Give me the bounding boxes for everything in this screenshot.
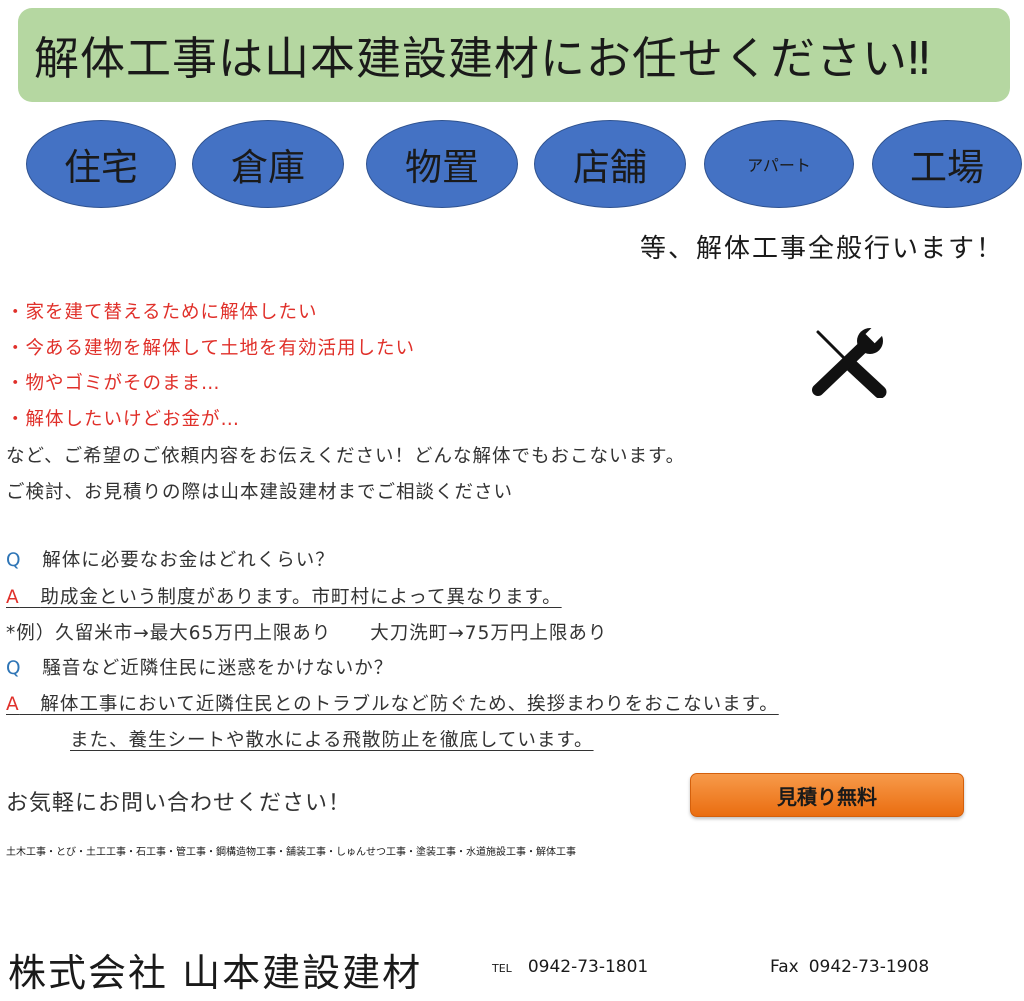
category-storage: 物置 <box>366 120 518 208</box>
question-text: 騒音など近隣住民に迷惑をかけないか？ <box>42 658 394 679</box>
question-mark-label: Q <box>6 658 22 679</box>
category-house: 住宅 <box>26 120 176 208</box>
faq-question-1: Q 解体に必要なお金はどれくらい？ <box>6 546 335 572</box>
bullet-item: ・解体したいけどお金が… <box>6 409 241 430</box>
bullet-item: ・今ある建物を解体して土地を有効活用したい <box>6 338 415 359</box>
answer-text: 解体工事において近隣住民とのトラブルなど防ぐため、挨拶まわりをおこないます。 <box>40 694 779 715</box>
faq-question-2: Q 騒音など近隣住民に迷惑をかけないか？ <box>6 654 393 680</box>
category-factory: 工場 <box>872 120 1022 208</box>
fax-number: Fax 0942-73-1908 <box>770 957 929 977</box>
category-store: 店舗 <box>534 120 686 208</box>
tel-value: 0942-73-1801 <box>527 957 649 977</box>
contact-prompt: お気軽にお問い合わせください！ <box>6 791 352 816</box>
company-name: 株式会社 山本建設建材 <box>8 951 423 995</box>
faq-answer-2-continued: また、養生シートや散水による飛散防止を徹底しています。 <box>70 730 594 751</box>
intro-line: など、ご希望のご依頼内容をお伝えください！どんな解体でもおこないます。 <box>6 446 686 467</box>
answer-text: 助成金という制度があります。市町村によって異なります。 <box>40 587 562 608</box>
tel-label: TEL <box>492 962 512 975</box>
answer-mark-label: A <box>6 694 20 715</box>
intro-line: ご検討、お見積りの際は山本建設建材までご相談ください <box>6 482 514 503</box>
bullet-item: ・家を建て替えるために解体したい <box>6 302 318 323</box>
fax-label: Fax <box>770 957 799 977</box>
question-mark-label: Q <box>6 550 22 571</box>
page-title: 解体工事は山本建設建材にお任せください‼ <box>34 32 931 85</box>
fax-value: 0942-73-1908 <box>808 957 930 977</box>
category-apartment: アパート <box>704 120 854 208</box>
faq-answer-1: A 助成金という制度があります。市町村によって異なります。 <box>6 583 582 609</box>
faq-answer-2: A 解体工事において近隣住民とのトラブルなど防ぐため、挨拶まわりをおこないます。 <box>6 690 791 716</box>
question-text: 解体に必要なお金はどれくらい？ <box>42 550 335 571</box>
services-list: 土木工事・とび・土工工事・石工事・管工事・鋼構造物工事・舗装工事・しゅんせつ工事… <box>6 847 576 858</box>
category-warehouse: 倉庫 <box>192 120 344 208</box>
title-banner <box>18 8 1010 102</box>
wrench-screwdriver-icon <box>812 328 887 398</box>
faq-example: *例）久留米市→最大65万円上限あり 大刀洗町→75万円上限あり <box>6 623 608 644</box>
answer-mark-label: A <box>6 587 20 608</box>
free-estimate-button[interactable]: 見積り無料 <box>690 773 964 817</box>
bullet-item: ・物やゴミがそのまま… <box>6 373 221 394</box>
phone-number: TEL 0942-73-1801 <box>492 957 648 977</box>
subtitle: 等、解体工事全般行います！ <box>639 234 1004 264</box>
